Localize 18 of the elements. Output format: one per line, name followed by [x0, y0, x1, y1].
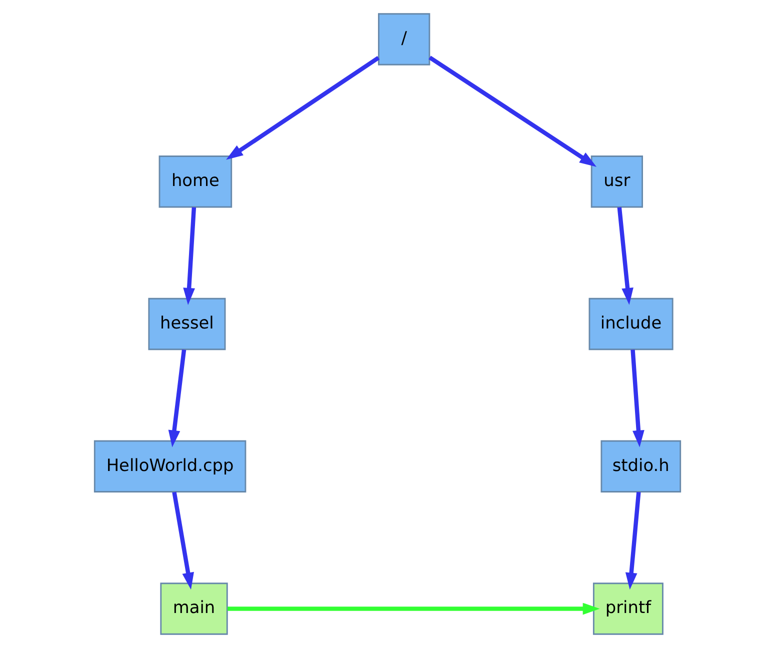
node-box: stdio.h	[600, 440, 681, 492]
node-box: include	[588, 298, 673, 350]
node-box: main	[160, 582, 228, 635]
node-box: usr	[590, 156, 642, 208]
arrow	[172, 492, 194, 590]
node-box: HelloWorld.cpp	[93, 440, 246, 492]
node-box: hessel	[148, 298, 226, 350]
arrow	[227, 602, 600, 615]
node-box: /	[377, 13, 430, 66]
arrow	[168, 349, 186, 448]
arrow	[428, 56, 596, 167]
arrow	[226, 56, 380, 160]
arrow	[630, 350, 644, 448]
node-box: home	[158, 156, 232, 208]
arrow	[182, 207, 196, 305]
arrow	[624, 492, 640, 590]
node-box: printf	[592, 582, 663, 635]
arrow	[616, 207, 633, 305]
